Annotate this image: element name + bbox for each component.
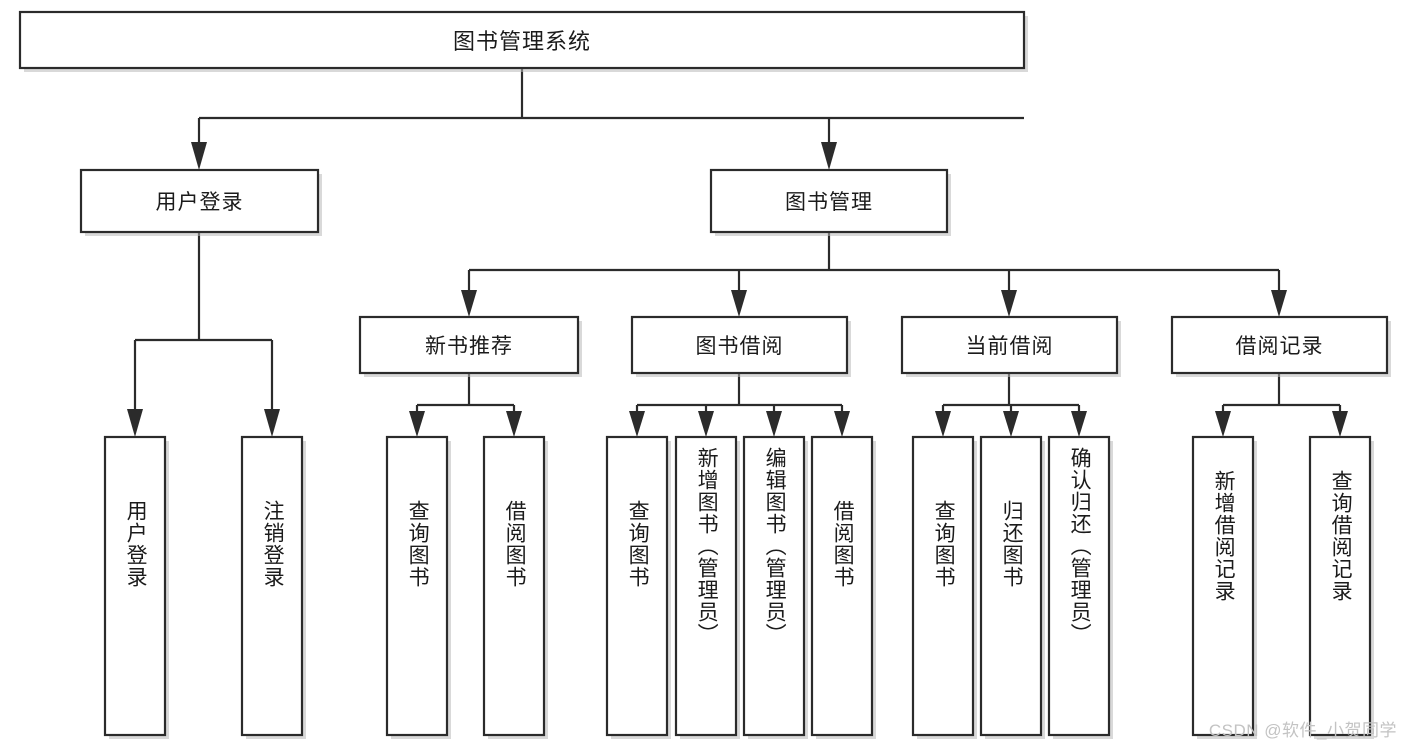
leaf-node[interactable] [1191,435,1257,739]
connector-current-borrow-to-leaves [935,373,1087,437]
leaf-node[interactable] [979,435,1045,739]
leaf-node[interactable] [385,435,451,739]
connector-borrow-record-to-leaves [1215,373,1348,437]
leaf-node[interactable] [482,435,548,739]
node-current-borrow[interactable] [900,315,1121,377]
connector-new-book-to-leaves [409,373,522,437]
node-borrow-record[interactable] [1170,315,1391,377]
arrow-head-icon [409,411,425,437]
arrow-head-icon [821,142,837,170]
leaf-box-group [103,435,1374,739]
node-user-login[interactable] [79,168,322,236]
connector-level2-to-level3 [461,232,1287,317]
arrow-head-icon [1071,411,1087,437]
arrow-head-icon [1332,411,1348,437]
arrow-head-icon [935,411,951,437]
leaf-node[interactable] [911,435,977,739]
arrow-head-icon [731,290,747,317]
connector-root-to-level2 [191,68,1024,170]
node-book-management[interactable] [709,168,951,236]
leaf-node[interactable] [103,435,169,739]
arrow-head-icon [264,409,280,437]
arrow-head-icon [461,290,477,317]
csdn-watermark: CSDN @软件_小贺同学 [1208,721,1397,740]
leaf-node[interactable] [1308,435,1374,739]
arrow-head-icon [629,411,645,437]
connector-user-login-to-leaves [127,232,280,437]
arrow-head-icon [1001,290,1017,317]
arrow-head-icon [506,411,522,437]
node-new-book-recommend[interactable] [358,315,582,377]
arrow-head-icon [1215,411,1231,437]
leaf-node[interactable] [742,435,808,739]
arrow-head-icon [1271,290,1287,317]
arrow-head-icon [834,411,850,437]
connector-book-borrow-to-leaves [629,373,850,437]
leaf-node[interactable] [240,435,306,739]
node-root[interactable] [18,10,1028,72]
leaf-node[interactable] [605,435,671,739]
node-book-borrow[interactable] [630,315,851,377]
arrow-head-icon [191,142,207,170]
leaf-node[interactable] [1047,435,1113,739]
arrow-head-icon [127,409,143,437]
leaf-node[interactable] [810,435,876,739]
arrow-head-icon [1003,411,1019,437]
arrow-head-icon [698,411,714,437]
leaf-node[interactable] [674,435,740,739]
arrow-head-icon [766,411,782,437]
